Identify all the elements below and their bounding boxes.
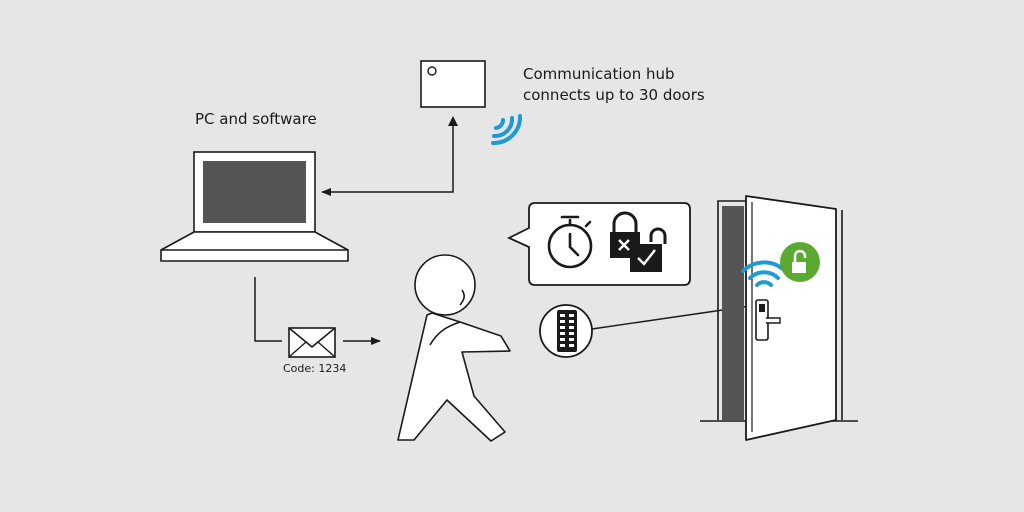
keypad-icon bbox=[539, 304, 593, 358]
envelope-icon bbox=[288, 327, 336, 358]
laptop-icon bbox=[160, 151, 349, 262]
walking-person-icon bbox=[397, 254, 511, 442]
pc-label: PC and software bbox=[195, 110, 317, 128]
hub-label-line2: connects up to 30 doors bbox=[523, 86, 705, 104]
code-label: Code: 1234 bbox=[283, 362, 347, 375]
hub-arrow-head bbox=[448, 116, 458, 126]
stopwatch-icon bbox=[547, 215, 593, 269]
door-lock-handle-icon bbox=[755, 299, 781, 341]
hub-label-line1: Communication hub bbox=[523, 65, 675, 83]
lock-status-icon bbox=[610, 211, 667, 272]
status-speech-bubble bbox=[506, 202, 691, 286]
hub-wireless-icon bbox=[491, 114, 523, 146]
hub-to-pc-connector bbox=[321, 118, 454, 196]
unlocked-padlock-icon bbox=[780, 242, 820, 282]
communication-hub-icon bbox=[420, 60, 486, 108]
hub-description: Communication hub connects up to 30 door… bbox=[523, 64, 705, 106]
pc-to-envelope-connector bbox=[254, 277, 282, 342]
